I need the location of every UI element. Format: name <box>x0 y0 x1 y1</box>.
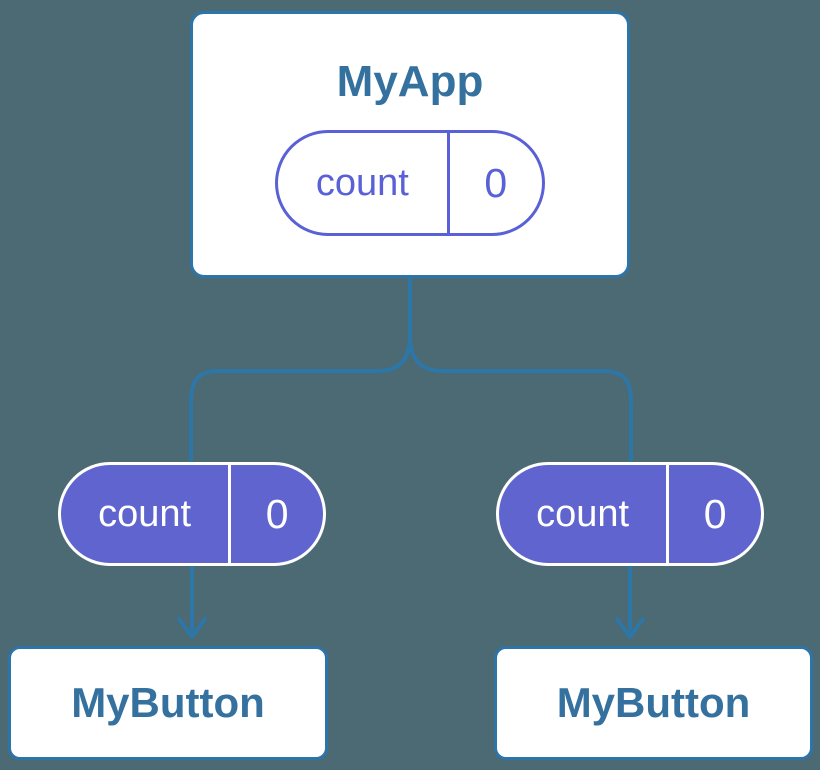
child-component-title: MyButton <box>71 679 265 726</box>
branch-right-connector <box>408 335 633 462</box>
arrow-down-icon <box>177 564 207 639</box>
state-key: count <box>61 465 232 563</box>
state-key: count <box>499 465 670 563</box>
child-component-title: MyButton <box>556 679 751 726</box>
arrow-right-head <box>615 617 645 639</box>
arrow-down-icon <box>615 564 645 639</box>
root-component-card: MyApp count 0 <box>190 11 630 278</box>
child-state-pill: count 0 <box>496 462 764 566</box>
child-component-card: MyButton <box>8 646 328 760</box>
state-key: count <box>278 133 450 233</box>
root-component-title: MyApp <box>336 57 484 106</box>
child-state-pill: count 0 <box>58 462 326 566</box>
state-value: 0 <box>484 159 508 206</box>
branch-left-connector <box>189 276 412 462</box>
child-component-card: MyButton <box>494 646 813 760</box>
root-state-pill: count 0 <box>275 130 545 236</box>
state-value: 0 <box>703 490 727 537</box>
arrow-left-head <box>177 617 207 639</box>
state-value: 0 <box>265 490 289 537</box>
